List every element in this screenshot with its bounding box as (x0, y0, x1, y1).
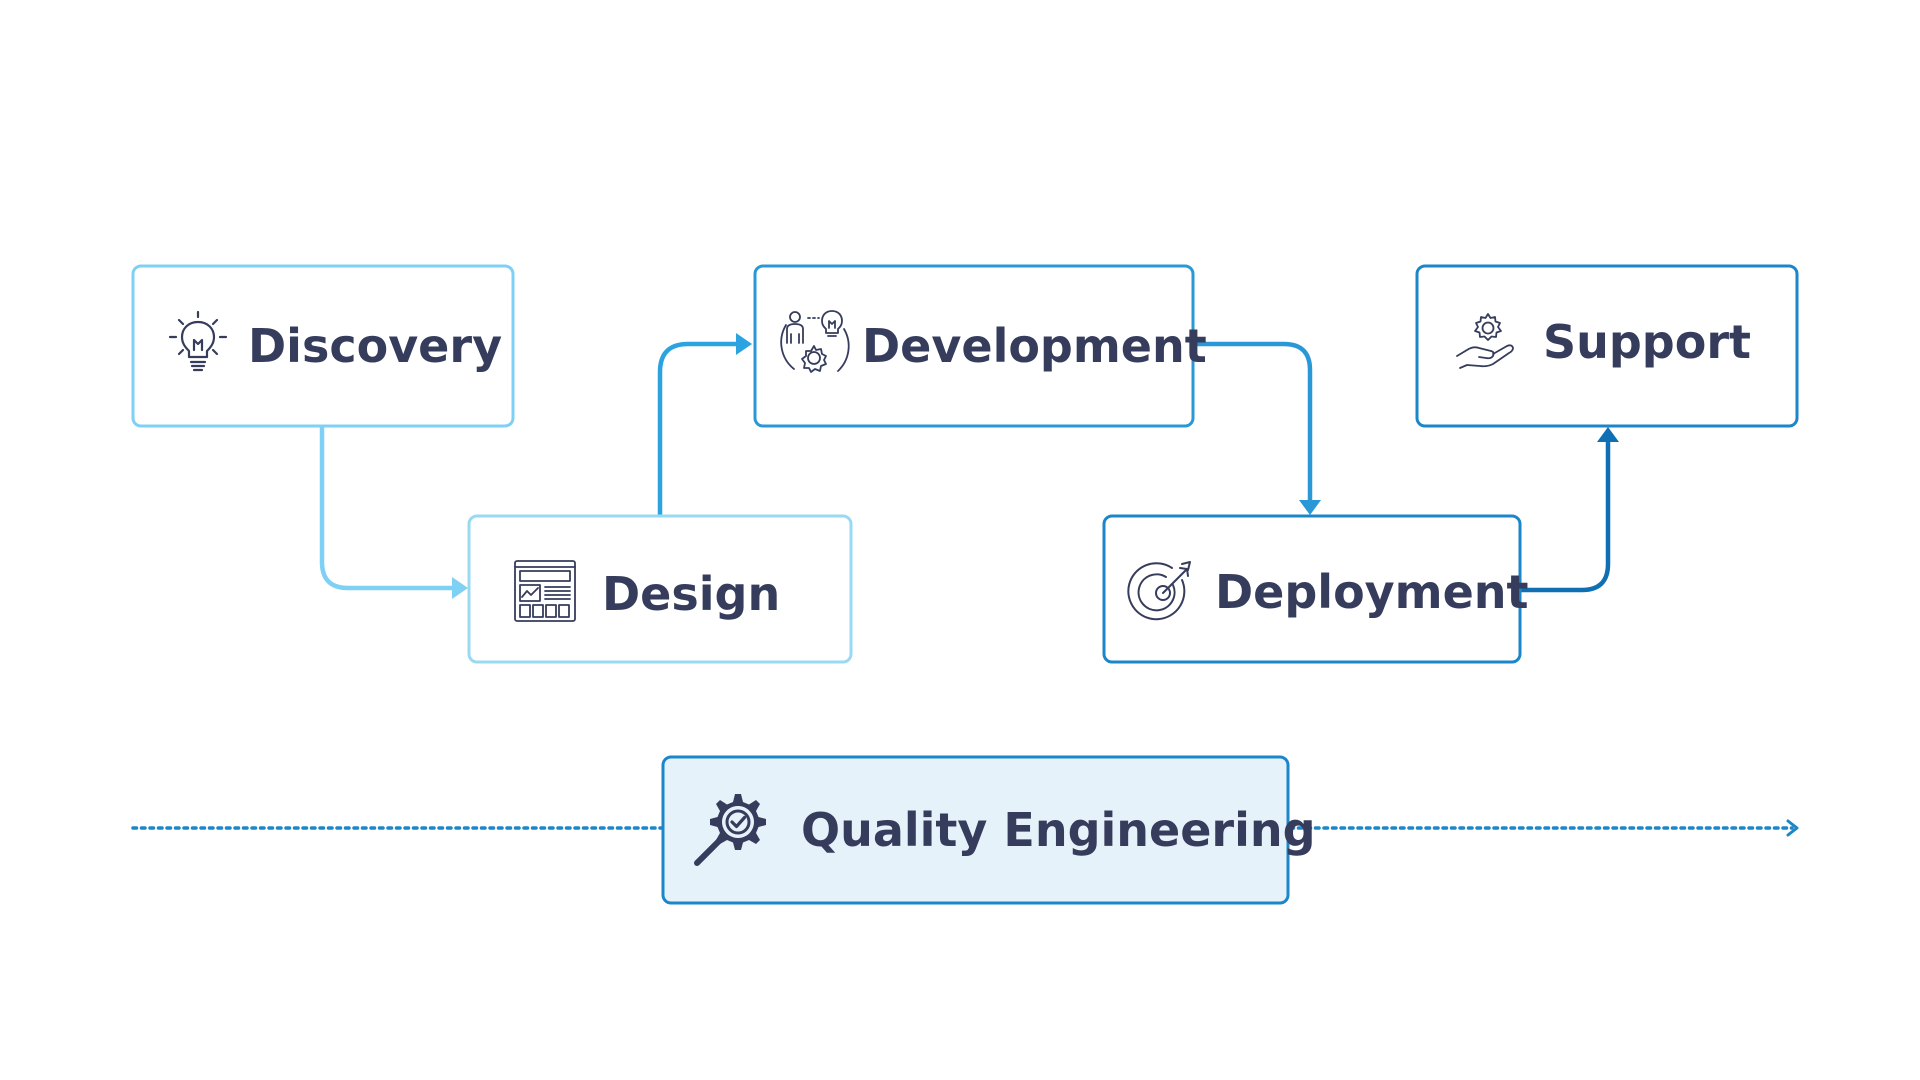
hand-gear-icon (1456, 313, 1514, 369)
quality-engineering: Quality Engineering (661, 755, 1316, 905)
target-arrow-icon (1127, 561, 1191, 621)
gear-magnifier-check-icon (694, 794, 766, 866)
stage-box-discovery (131, 264, 515, 428)
stage-label-design: Design (602, 567, 780, 621)
stage-label-discovery: Discovery (248, 319, 502, 373)
lightbulb-icon (168, 310, 228, 372)
stage-box-support (1415, 264, 1799, 428)
stage-support: Support (1415, 264, 1799, 428)
wireframe-layout-icon (514, 560, 576, 622)
stage-label-development: Development (862, 319, 1207, 373)
stage-box-deployment (1102, 514, 1522, 664)
connector-deployment-support (1520, 440, 1611, 593)
arrowhead-deployment-support (1597, 427, 1619, 442)
stage-design: Design (467, 514, 853, 664)
arrowhead-design-development (736, 333, 752, 355)
connector-design-development (657, 341, 742, 515)
stage-label-support: Support (1543, 315, 1751, 369)
arrowhead-development-deployment (1299, 500, 1321, 515)
timeline-arrowhead (1786, 819, 1799, 837)
team-idea-gear-icon (780, 310, 850, 373)
arrowhead-discovery-design (452, 577, 468, 599)
stage-label-deployment: Deployment (1215, 565, 1529, 619)
quality-engineering-box (661, 755, 1290, 905)
stage-deployment: Deployment (1102, 514, 1529, 664)
stage-box-design (467, 514, 853, 664)
quality-engineering-label: Quality Engineering (801, 803, 1316, 857)
connector-development-deployment (1193, 341, 1313, 500)
connector-discovery-design (319, 427, 458, 591)
stage-development: Development (753, 264, 1207, 428)
stage-box-development (753, 264, 1195, 428)
stage-discovery: Discovery (131, 264, 515, 428)
